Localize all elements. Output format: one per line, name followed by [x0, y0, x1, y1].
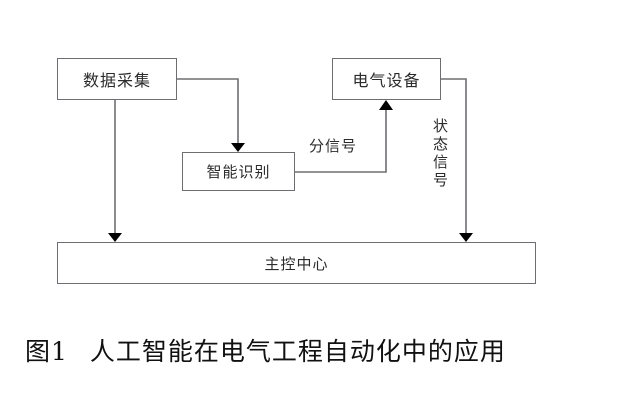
- node-intelligent-recognition: 智能识别: [182, 152, 295, 191]
- node-main-control-center: 主控中心: [57, 242, 536, 284]
- node-intelligent-recognition-label: 智能识别: [206, 163, 271, 181]
- edge-acquisition-to-recognition: [177, 78, 245, 152]
- edge-label-sub-signal: 分信号: [309, 137, 358, 155]
- node-main-control-center-label: 主控中心: [264, 254, 329, 273]
- node-electrical-equipment-label: 电气设备: [352, 71, 421, 90]
- figure-caption-number: 图1: [25, 337, 68, 366]
- figure-caption: 图1 人工智能在电气工程自动化中的应用: [25, 332, 506, 368]
- edge-label-status-signal: 状态信号: [431, 118, 449, 190]
- edge-acquisition-to-control: [108, 100, 122, 242]
- figure-caption-text: 人工智能在电气工程自动化中的应用: [89, 337, 506, 366]
- node-data-acquisition: 数据采集: [57, 58, 177, 100]
- node-data-acquisition-label: 数据采集: [82, 71, 151, 90]
- node-electrical-equipment: 电气设备: [332, 58, 441, 100]
